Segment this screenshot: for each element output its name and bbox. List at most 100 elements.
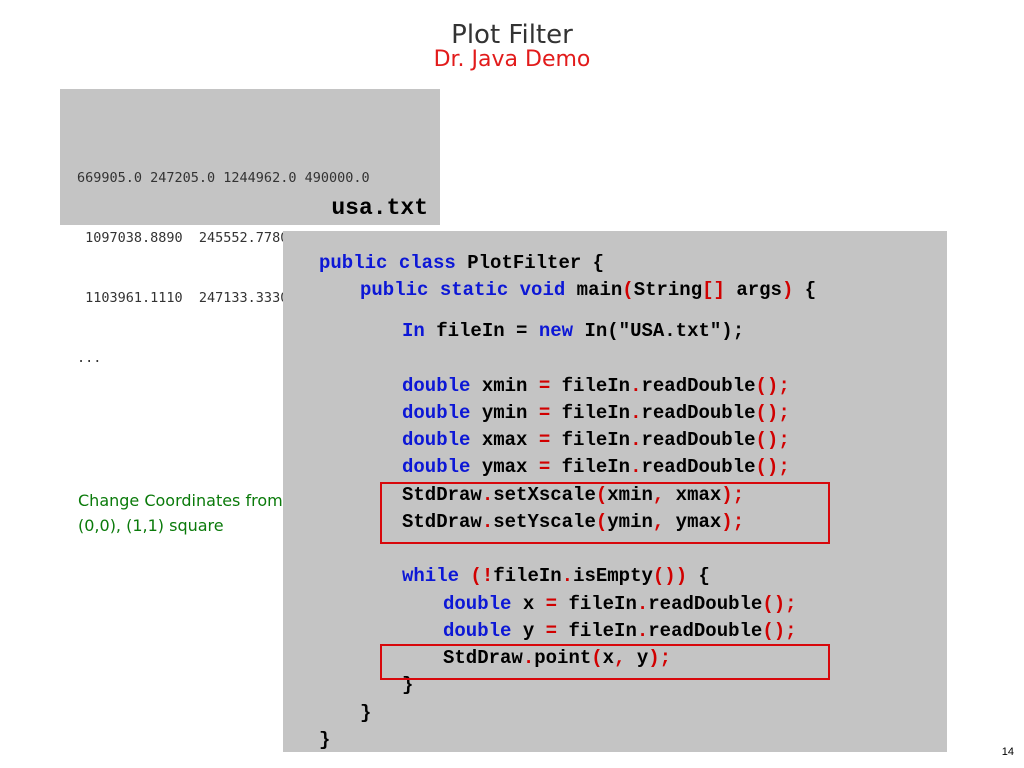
code-line: } bbox=[402, 673, 413, 697]
code-token: String bbox=[633, 279, 703, 301]
code-token: StdDraw bbox=[402, 511, 482, 533]
code-token: x bbox=[602, 647, 615, 669]
code-token: , bbox=[652, 484, 665, 506]
code-token: ( bbox=[595, 484, 608, 506]
code-line: public static void main(String[] args) { bbox=[360, 278, 816, 302]
data-file-panel: 669905.0 247205.0 1244962.0 490000.0 109… bbox=[60, 89, 440, 366]
code-token: double bbox=[402, 456, 471, 478]
code-token: void bbox=[519, 279, 566, 301]
code-line: double xmax = fileIn.readDouble(); bbox=[402, 428, 790, 452]
code-line: double ymax = fileIn.readDouble(); bbox=[402, 455, 790, 479]
code-token: double bbox=[402, 402, 471, 424]
code-token bbox=[508, 279, 519, 301]
code-token: (); bbox=[755, 375, 790, 397]
code-token: = bbox=[538, 402, 551, 424]
code-line: public class PlotFilter { bbox=[319, 251, 604, 275]
code-token: ( bbox=[622, 279, 634, 301]
code-token bbox=[459, 565, 470, 587]
code-token: } bbox=[402, 674, 414, 696]
slide-subtitle: Dr. Java Demo bbox=[433, 47, 591, 72]
code-token: xmin bbox=[470, 375, 539, 397]
code-token: ( bbox=[595, 511, 608, 533]
code-token: { bbox=[793, 279, 817, 301]
code-token: class bbox=[398, 252, 456, 274]
code-token: = bbox=[538, 456, 551, 478]
code-line: StdDraw.setYscale(ymin, ymax); bbox=[402, 510, 744, 534]
code-token: x bbox=[511, 593, 546, 615]
code-token: main bbox=[565, 279, 623, 301]
code-token: ); bbox=[648, 647, 672, 669]
code-token: point bbox=[534, 647, 592, 669]
code-token: setYscale bbox=[493, 511, 596, 533]
code-token: double bbox=[402, 429, 471, 451]
code-token: ymax bbox=[470, 456, 539, 478]
data-line: 1097038.8890 245552.7780 bbox=[77, 230, 289, 246]
code-token: fileIn bbox=[550, 402, 631, 424]
code-token: (); bbox=[755, 456, 790, 478]
scale-highlight-box bbox=[380, 482, 830, 544]
point-highlight-box bbox=[380, 644, 830, 680]
code-token: . bbox=[636, 620, 649, 642]
code-token: . bbox=[630, 375, 642, 397]
code-line: double xmin = fileIn.readDouble(); bbox=[402, 374, 790, 398]
code-token: public bbox=[360, 279, 429, 301]
code-token: , bbox=[652, 511, 665, 533]
code-token: isEmpty bbox=[573, 565, 653, 587]
code-token: fileIn bbox=[557, 593, 637, 615]
code-line: double y = fileIn.readDouble(); bbox=[443, 619, 797, 643]
code-token: ); bbox=[721, 511, 745, 533]
code-token: } bbox=[360, 702, 372, 724]
code-token: readDouble bbox=[641, 402, 756, 424]
code-token: In bbox=[402, 320, 425, 342]
code-token: fileIn bbox=[493, 565, 562, 587]
code-token: . bbox=[636, 593, 649, 615]
code-token: fileIn bbox=[550, 429, 631, 451]
code-token: { bbox=[687, 565, 710, 587]
data-line: 669905.0 247205.0 1244962.0 490000.0 bbox=[77, 170, 370, 186]
code-token: ); bbox=[721, 484, 745, 506]
code-token: double bbox=[402, 375, 471, 397]
slide-title: Plot Filter bbox=[451, 20, 573, 50]
code-token: fileIn bbox=[550, 375, 631, 397]
code-token: = bbox=[538, 429, 551, 451]
code-token: public bbox=[319, 252, 388, 274]
code-token: readDouble bbox=[641, 456, 756, 478]
code-token: . bbox=[630, 456, 642, 478]
code-token: StdDraw bbox=[443, 647, 523, 669]
code-token: while bbox=[402, 565, 460, 587]
code-token: (); bbox=[755, 429, 790, 451]
coordinate-note: Change Coordinates from (0,0), (1,1) squ… bbox=[78, 491, 283, 535]
code-line: } bbox=[360, 701, 371, 725]
code-token: ) bbox=[781, 279, 794, 301]
code-token: . bbox=[481, 511, 494, 533]
code-token: ( bbox=[591, 647, 603, 669]
code-token: PlotFilter { bbox=[455, 252, 605, 274]
code-token: y bbox=[625, 647, 649, 669]
code-token: . bbox=[481, 484, 494, 506]
code-token: ymin bbox=[470, 402, 539, 424]
code-token: static bbox=[439, 279, 509, 301]
code-token: xmax bbox=[664, 484, 722, 506]
code-token: . bbox=[630, 402, 642, 424]
code-token: fileIn bbox=[557, 620, 637, 642]
code-token: = bbox=[545, 593, 558, 615]
code-token: fileIn bbox=[550, 456, 631, 478]
code-token: [] bbox=[702, 279, 725, 301]
code-token: readDouble bbox=[648, 620, 763, 642]
data-line: 1103961.1110 247133.3330 bbox=[77, 290, 289, 306]
code-line: while (!fileIn.isEmpty()) { bbox=[402, 564, 710, 588]
code-token: = bbox=[538, 375, 551, 397]
code-token: (); bbox=[755, 402, 790, 424]
code-token: . bbox=[630, 429, 642, 451]
code-token: = bbox=[545, 620, 558, 642]
code-token: double bbox=[443, 593, 512, 615]
page-number: 14 bbox=[1001, 746, 1014, 758]
code-token: xmin bbox=[607, 484, 653, 506]
code-token: readDouble bbox=[641, 375, 756, 397]
code-token: fileIn = bbox=[424, 320, 539, 342]
code-token: setXscale bbox=[493, 484, 596, 506]
code-token: , bbox=[614, 647, 626, 669]
code-token: (! bbox=[470, 565, 494, 587]
code-token: ymax bbox=[664, 511, 722, 533]
code-token bbox=[387, 252, 398, 274]
